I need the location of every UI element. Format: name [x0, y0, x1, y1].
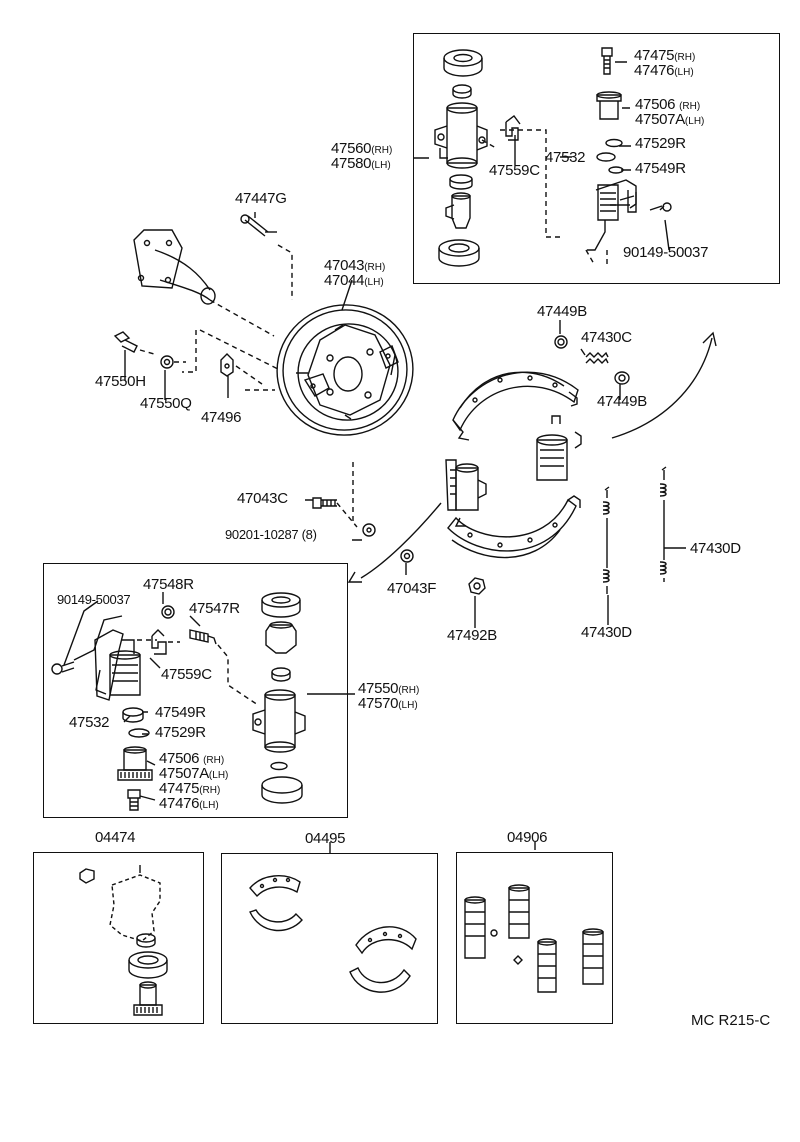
- brake-shoe-upper: [452, 371, 579, 441]
- bolt-47043c: [312, 462, 358, 528]
- label-47507a-bottom: 47507A(LH): [159, 765, 229, 782]
- label-47549r-top: 47549R: [635, 160, 686, 177]
- upper-wheel-cylinder-group: [434, 47, 672, 268]
- bolt-47447g: [240, 214, 293, 300]
- label-47449b-right: 47449B: [597, 393, 647, 410]
- label-90149-top: 90149-50037: [623, 244, 709, 261]
- label-47548r: 47548R: [143, 576, 194, 593]
- label-47559c-bottom: 47559C: [161, 666, 212, 683]
- label-47549r-bottom: 47549R: [155, 704, 206, 721]
- kit-04906-box: [456, 852, 613, 1024]
- adjuster-lever: [536, 415, 582, 481]
- label-47550q: 47550Q: [140, 395, 192, 412]
- label-47529r-bottom: 47529R: [155, 724, 206, 741]
- label-47430d-bottom: 47430D: [581, 624, 632, 641]
- flow-arrow-left: [347, 502, 442, 583]
- washer-47043f: [400, 549, 414, 563]
- upper-cylinder-box: [413, 33, 780, 284]
- label-47447g: 47447G: [235, 190, 287, 207]
- spring-47430c: [585, 351, 609, 364]
- brake-shoe-lower: [447, 495, 581, 559]
- label-47532-top: 47532: [545, 149, 586, 166]
- wheel-cylinder-middle: [445, 459, 487, 527]
- label-04474: 04474: [95, 829, 136, 846]
- label-47430c: 47430C: [581, 329, 632, 346]
- label-47580: 47580(LH): [331, 155, 391, 172]
- label-90201: 90201-10287 (8): [225, 527, 317, 542]
- label-47476-bottom: 47476(LH): [159, 795, 219, 812]
- spring-47430d-short: [602, 486, 610, 594]
- label-47529r-top: 47529R: [635, 135, 686, 152]
- label-47043f: 47043F: [387, 580, 437, 597]
- kit-04495-shoes: [249, 842, 417, 993]
- bleeder-bolt-47550h: [113, 331, 155, 355]
- diagram-code: MC R215-C: [691, 1012, 771, 1029]
- label-90149-bottom: 90149-50037: [57, 592, 131, 607]
- backing-plate: [276, 304, 414, 436]
- spring-47430d-long: [659, 466, 667, 582]
- label-47449b-top: 47449B: [537, 303, 587, 320]
- lower-cylinder-box: [43, 563, 348, 818]
- label-47430d-right: 47430D: [690, 540, 741, 557]
- label-47559c-top: 47559C: [489, 162, 540, 179]
- label-47550: 47550(RH): [358, 680, 420, 697]
- label-47547r: 47547R: [189, 600, 240, 617]
- label-47043: 47043(RH): [324, 257, 386, 274]
- kit-04906-cylinders: [464, 842, 604, 993]
- axle-flange: [133, 229, 275, 337]
- label-47496: 47496: [201, 409, 242, 426]
- label-04906: 04906: [507, 829, 548, 846]
- label-04495: 04495: [305, 830, 346, 847]
- label-47506-top: 47506 (RH): [635, 96, 701, 113]
- lower-wheel-cylinder-group: [51, 592, 306, 811]
- clip-47496: [220, 353, 275, 391]
- label-47476: 47476(LH): [634, 62, 694, 79]
- label-47492b: 47492B: [447, 627, 497, 644]
- washer-47550q: [160, 329, 281, 373]
- label-47550h: 47550H: [95, 373, 146, 390]
- kit-04474-parts: [79, 865, 168, 1016]
- flow-arrow-right: [611, 331, 717, 439]
- pin-47492b: [468, 577, 486, 595]
- label-47475-bottom: 47475(RH): [159, 780, 221, 797]
- label-47532-bottom: 47532: [69, 714, 110, 731]
- label-47560: 47560(RH): [331, 140, 393, 157]
- label-47506-bottom: 47506 (RH): [159, 750, 225, 767]
- nut-90201: [362, 523, 376, 537]
- cup-47449b: [554, 335, 630, 385]
- label-47507a-top: 47507A(LH): [635, 111, 705, 128]
- label-47570: 47570(LH): [358, 695, 418, 712]
- label-47044: 47044(LH): [324, 272, 384, 289]
- label-47043c: 47043C: [237, 490, 288, 507]
- kit-04495-box: [221, 853, 438, 1024]
- kit-04474-box: [33, 852, 204, 1024]
- label-47475: 47475(RH): [634, 47, 696, 64]
